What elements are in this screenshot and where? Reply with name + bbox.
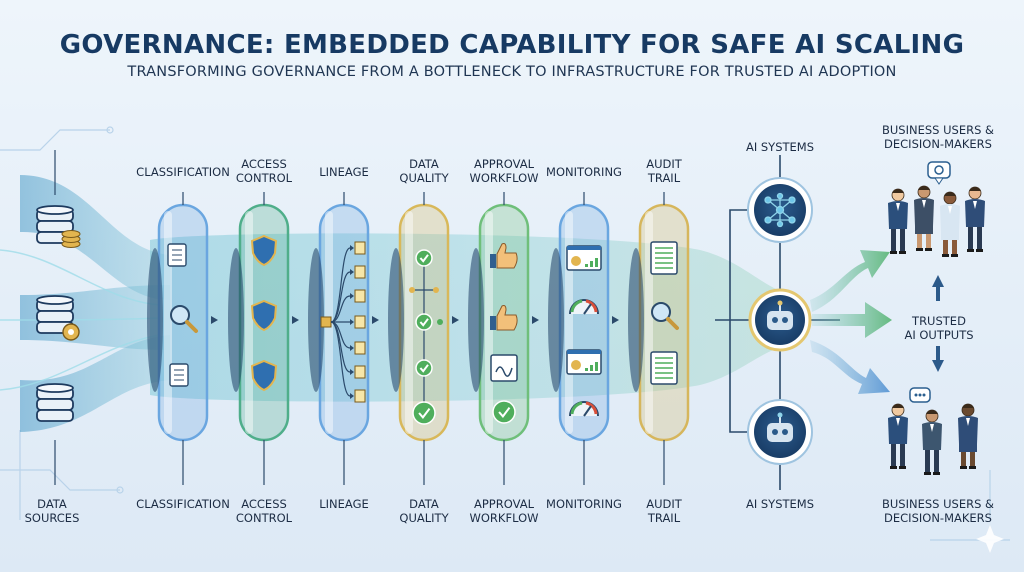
- neural-network-icon: [764, 192, 796, 228]
- chat-bubble-icon: [909, 387, 931, 403]
- ai-systems-label-top: AI SYSTEMS: [745, 140, 815, 154]
- monitoring-label-bottom: MONITORING: [546, 497, 622, 511]
- business-person-icon: [958, 403, 978, 469]
- database-icon: [36, 383, 74, 422]
- stage-ring-audit-trail: [628, 203, 690, 442]
- stage-ring-monitoring: [548, 203, 619, 442]
- business-person-icon: [888, 403, 908, 469]
- classification-icons: [167, 243, 198, 387]
- stage-ring-approval-workflow: [468, 203, 539, 442]
- ai-systems-label-bottom: AI SYSTEMS: [745, 497, 815, 511]
- robot-icon: [767, 300, 793, 330]
- lineage-icons: [320, 241, 366, 403]
- stage-ring-data-quality: [388, 203, 459, 442]
- feedback-arrows: [932, 275, 944, 372]
- trusted-output-arrows: [810, 250, 892, 394]
- approval-workflow-icons: [490, 243, 518, 424]
- business-person-icon: [965, 186, 985, 252]
- stage-ring-classification: [147, 203, 218, 442]
- data-quality-icons: [409, 249, 443, 425]
- gear-icon: [62, 323, 80, 341]
- ai-system-node-robot-2: [747, 399, 813, 465]
- lineage-label-top: LINEAGE: [319, 165, 369, 179]
- page-subtitle: TRANSFORMING GOVERNANCE FROM A BOTTLENEC…: [127, 64, 897, 80]
- monitoring-label-top: MONITORING: [546, 165, 622, 179]
- classification-label-top: CLASSIFICATION: [136, 165, 230, 179]
- sparkle-icon: [976, 525, 1004, 553]
- coins-icon: [61, 230, 81, 248]
- ai-system-node-robot: [748, 288, 812, 352]
- data-source-icons: [36, 205, 81, 422]
- classification-label-bottom: CLASSIFICATION: [136, 497, 230, 511]
- lineage-label-bottom: LINEAGE: [319, 497, 369, 511]
- stage-ring-access-control: [228, 203, 299, 442]
- source-flow-bands: [0, 175, 170, 432]
- page-title: GOVERNANCE: EMBEDDED CAPABILITY FOR SAFE…: [59, 30, 965, 60]
- business-person-icon: [914, 185, 934, 251]
- label-connectors: [54, 150, 665, 485]
- stage-ring-lineage: [308, 203, 379, 442]
- robot-icon: [767, 412, 793, 442]
- business-person-icon: [888, 188, 908, 254]
- business-users-group-bottom: [888, 387, 978, 475]
- access-control-icons: [250, 234, 278, 392]
- monitoring-icons: [566, 245, 602, 417]
- business-users-label-top: BUSINESS USERS &DECISION-MAKERS: [881, 123, 995, 151]
- business-person-icon: [922, 409, 942, 475]
- business-users-label-bottom: BUSINESS USERS &DECISION-MAKERS: [881, 497, 995, 525]
- business-users-group-top: [888, 161, 985, 257]
- chat-bubble-icon: [927, 161, 951, 185]
- ai-system-node-network: [747, 177, 813, 243]
- audit-trail-icons: [650, 241, 679, 385]
- business-person-icon: [940, 191, 960, 257]
- governance-stage-rings: [147, 203, 690, 442]
